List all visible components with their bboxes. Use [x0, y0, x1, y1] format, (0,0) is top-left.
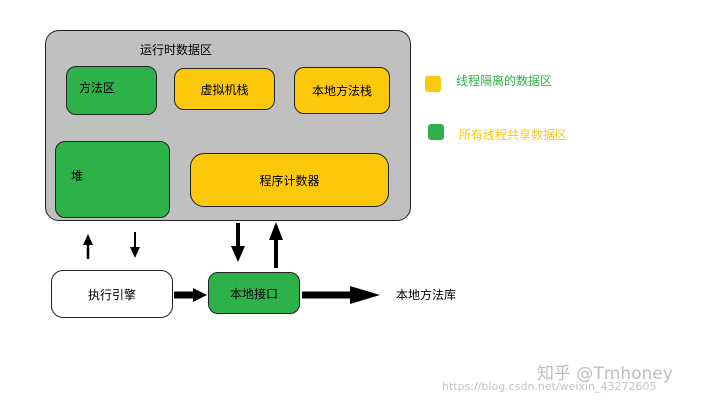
arrow-down-left	[130, 232, 140, 258]
execution-engine-label: 执行引擎	[87, 287, 136, 302]
native-interface-label: 本地接口	[229, 286, 278, 301]
legend-swatch-isolated	[425, 76, 441, 92]
native-method-stack-label: 本地方法栈	[311, 84, 372, 98]
arrow-down-center	[231, 223, 245, 262]
arrow-engine-to-interface	[174, 288, 207, 302]
legend-label-isolated: 线程隔离的数据区	[456, 74, 553, 88]
program-counter-box: 程序计数器	[190, 153, 389, 207]
legend-swatch-shared	[428, 124, 444, 140]
heap-box: 堆	[55, 141, 170, 218]
legend-label-shared: 所有线程共享数据区	[459, 128, 568, 142]
arrow-up-left	[83, 234, 93, 259]
native-library-label: 本地方法库	[396, 288, 457, 302]
runtime-data-area-title: 运行时数据区	[140, 43, 213, 57]
vm-stack-label: 虚拟机栈	[200, 82, 249, 97]
program-counter-label: 程序计数器	[259, 173, 320, 188]
native-method-stack-box: 本地方法栈	[294, 67, 390, 114]
arrow-interface-to-library	[302, 286, 380, 304]
watermark-brand: 知乎 @Tmhoney	[537, 364, 673, 384]
arrow-up-center	[269, 222, 283, 268]
method-area-box: 方法区	[66, 66, 157, 115]
vm-stack-box: 虚拟机栈	[174, 68, 275, 110]
native-interface-box: 本地接口	[208, 272, 300, 314]
execution-engine-box: 执行引擎	[51, 270, 173, 318]
method-area-label: 方法区	[79, 81, 116, 95]
watermark-url: https://blog.csdn.net/weixin_43272605	[442, 380, 657, 393]
heap-label: 堆	[71, 169, 84, 183]
